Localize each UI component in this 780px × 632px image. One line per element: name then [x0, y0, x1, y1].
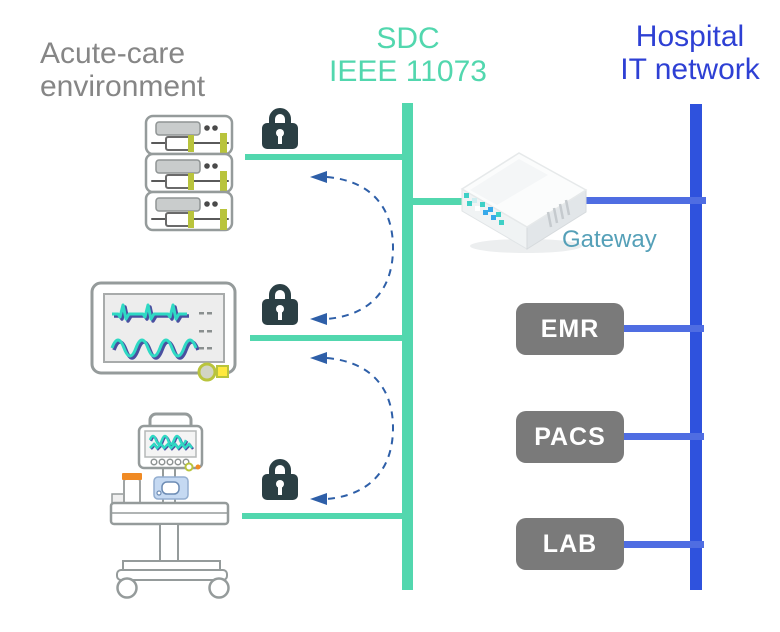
- emr-link-line: [624, 325, 704, 332]
- lab-box: LAB: [516, 518, 624, 570]
- cart-wheel-right: [208, 577, 230, 599]
- server-connection-line: [245, 154, 408, 160]
- suction-bottle-cap: [122, 473, 142, 480]
- sdc-title-line1: SDC: [376, 22, 440, 55]
- ventilator-icon: [109, 412, 230, 599]
- ventilator-knobs: [150, 458, 190, 466]
- sdc-discovery-arrow-bottom: [310, 352, 395, 505]
- arrowhead-left-upper: [310, 171, 327, 183]
- sdc-bus-line: [402, 103, 413, 590]
- padlock-icon-server: [262, 108, 298, 149]
- arrowhead-left-lower: [310, 493, 327, 505]
- gateway-device-icon: [460, 152, 588, 253]
- acute-care-environment-title: Acute-care environment: [40, 37, 205, 103]
- gateway-vent-slits: [546, 199, 571, 228]
- gateway-sdc-link-line: [408, 198, 464, 205]
- sdc-protocol-title: SDC IEEE 11073: [308, 22, 508, 88]
- lab-link-line: [624, 541, 704, 548]
- emr-box-label: EMR: [540, 314, 600, 343]
- arrowhead-left-upper: [310, 352, 327, 364]
- emr-box: EMR: [516, 303, 624, 355]
- server-rack-icon: [144, 114, 234, 232]
- lab-box-label: LAB: [542, 529, 598, 558]
- ventilator-handle: [148, 412, 193, 427]
- acute-care-title-line1: Acute-care: [40, 37, 186, 70]
- monitor-connection-line: [250, 335, 408, 341]
- hospital-title-line1: Hospital: [635, 20, 745, 53]
- gateway-label: Gateway: [562, 226, 657, 253]
- gateway-led-lights: [464, 193, 504, 225]
- hospital-title-line2: IT network: [620, 53, 760, 86]
- padlock-icon-monitor: [262, 284, 298, 325]
- arrowhead-left-lower: [310, 313, 327, 325]
- acute-care-title-line2: environment: [40, 70, 206, 103]
- hospital-bus-line: [690, 104, 702, 590]
- padlock-icon-ventilator: [262, 459, 298, 500]
- sdc-title-line2: IEEE 11073: [329, 55, 487, 88]
- ecg-waveform: [110, 303, 200, 360]
- ventilator-connection-line: [242, 513, 408, 519]
- gateway-hospital-link-line: [584, 197, 706, 204]
- ventilator-waveforms: [148, 434, 194, 451]
- pacs-box-label: PACS: [534, 422, 606, 451]
- pacs-box: PACS: [516, 411, 624, 463]
- sdc-discovery-arrow-top: [310, 171, 395, 325]
- monitor-indicator: [216, 365, 229, 378]
- patient-monitor-icon: [90, 281, 237, 382]
- monitor-knob: [197, 362, 217, 382]
- pacs-link-line: [624, 433, 704, 440]
- hospital-it-network-title: Hospital IT network: [590, 20, 780, 86]
- cart-wheel-left: [116, 577, 138, 599]
- monitor-readout-dashes: [199, 312, 212, 350]
